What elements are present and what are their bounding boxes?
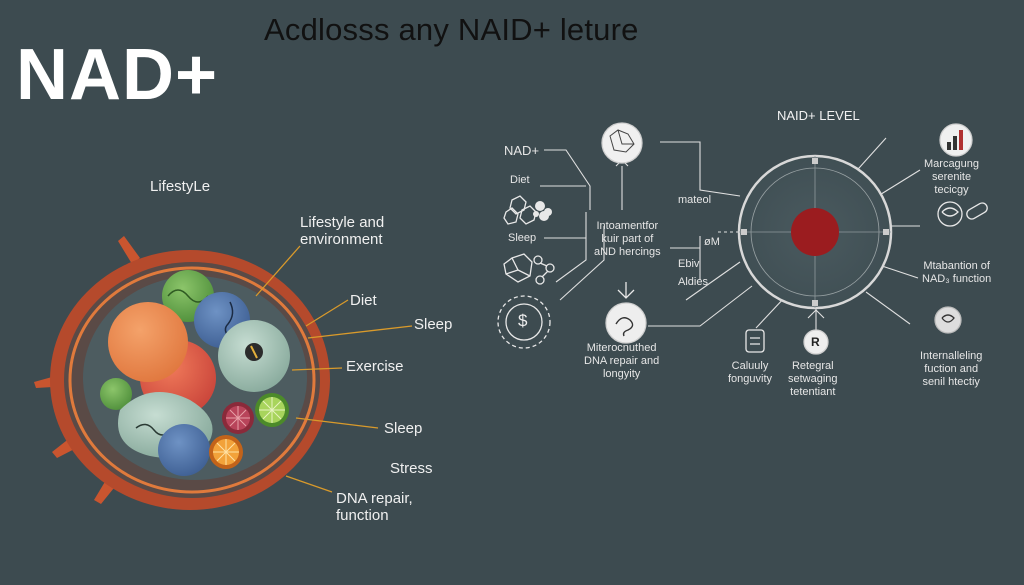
- label-diet: Diet: [350, 292, 377, 309]
- cell-illustration: [34, 236, 330, 510]
- label-retegral: Retegral setwaging tetentiant: [788, 360, 838, 398]
- label-sleep-2: Sleep: [384, 420, 423, 437]
- r-badge-letter: R: [811, 335, 820, 349]
- citrus-slice: [209, 435, 243, 469]
- label-mateol: mateol: [678, 194, 712, 206]
- flow-lines: [540, 137, 921, 332]
- icons: [497, 122, 988, 355]
- citrus-slice: [222, 402, 254, 434]
- label-center-block: Intoamentfor kuir part of aND hercings: [594, 220, 661, 258]
- label-lifestyle: LifestyLe: [150, 178, 211, 195]
- herb-icon: [533, 201, 552, 221]
- label-om: øM: [704, 236, 720, 248]
- pill-icon: [966, 202, 988, 220]
- bar-chart-icon: [939, 123, 973, 157]
- page-title: NAD+: [16, 35, 219, 115]
- header-subtitle: Acdlosss any NAID+ leture: [264, 12, 639, 47]
- organelle-green-small: [100, 378, 132, 410]
- label-marcagung: Marcagung serenite tecicgy: [924, 158, 980, 196]
- label-calurly: Caluuly fonguvity: [728, 360, 773, 385]
- citrus-slice: [255, 393, 289, 427]
- r-badge-icon: [803, 329, 829, 355]
- dodecahedron-icon: [503, 253, 533, 283]
- nad-level-title: NAID+ LEVEL: [777, 108, 860, 123]
- label-dna-repair: DNA repair, function: [336, 490, 413, 524]
- label-exercise: Exercise: [346, 358, 404, 375]
- label-diet-right: Diet: [510, 174, 530, 186]
- organelle-blue-small: [158, 424, 210, 476]
- dollar-gear-icon: [497, 295, 551, 349]
- mitochondria-icon: [605, 302, 647, 344]
- molecule-chain-icon: [533, 255, 555, 285]
- label-sleep-right: Sleep: [508, 232, 537, 244]
- document-icon: [745, 329, 765, 353]
- nad-level-gauge: [737, 154, 893, 310]
- label-mitochondria: Miterocnuthed DNA repair and longyity: [584, 342, 660, 380]
- label-nad: NAD+: [504, 143, 540, 158]
- dollar-sign: $: [518, 311, 528, 330]
- nad-level-core: [791, 208, 839, 256]
- label-ebiv: Ebiv: [678, 258, 700, 270]
- label-stress: Stress: [390, 460, 433, 477]
- molecule-icon: [503, 195, 537, 225]
- cell-leader-lines: [255, 245, 413, 493]
- organelle-orange: [108, 302, 188, 382]
- down-arrow-icon: [617, 282, 635, 299]
- cell-network-icon: [601, 122, 643, 164]
- label-sleep-1: Sleep: [414, 316, 453, 333]
- cell-spike: [118, 236, 140, 264]
- label-lifestyle-environment: Lifestyle and environment: [300, 214, 385, 248]
- organ-icon: [934, 306, 962, 334]
- label-aldies: Aldies: [678, 276, 708, 288]
- label-mtabantion: Mtabantion of NAD₃ function: [922, 260, 992, 285]
- brain-icon: [937, 201, 963, 227]
- label-internalleling: Internalleling fuction and senil htectiy: [920, 350, 983, 388]
